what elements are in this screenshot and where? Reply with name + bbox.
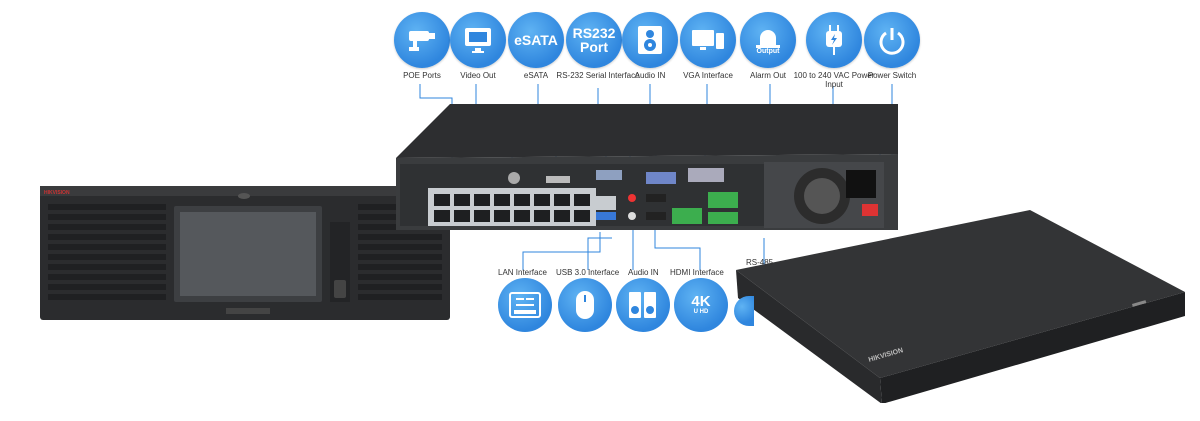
rs485-icon	[734, 296, 754, 326]
rs485-label: RS-485	[746, 258, 774, 267]
power-button-icon	[864, 12, 920, 68]
speaker-icon	[616, 278, 670, 332]
alarm-light-icon: Output	[740, 12, 796, 68]
audio-in-bottom-label: Audio IN	[628, 268, 659, 277]
mouse-icon	[558, 278, 612, 332]
esata-label: eSATA	[523, 71, 549, 80]
right-nvr-device	[736, 210, 1185, 403]
center-nvr-rear-panel	[396, 104, 898, 230]
output-icon-text: Output	[756, 47, 780, 55]
hdmi-4k-icon: 4K U HD	[674, 278, 728, 332]
speaker-icon	[622, 12, 678, 68]
esata-icon: eSATA	[508, 12, 564, 68]
camera-icon	[394, 12, 450, 68]
power-plug-icon	[806, 12, 862, 68]
power-input-label: 100 to 240 VAC Power Input	[793, 71, 875, 89]
port-icon-text: Port	[580, 39, 608, 55]
vga-icon	[680, 12, 736, 68]
monitor-icon	[450, 12, 506, 68]
audio-in-label: Audio IN	[634, 71, 666, 80]
uhd-icon-text: U HD	[693, 309, 709, 315]
power-switch-label: Power Switch	[867, 71, 917, 80]
video-out-label: Video Out	[460, 71, 496, 80]
usb-interface-label: USB 3.0 Interface	[556, 268, 620, 277]
esata-icon-text: eSATA	[514, 32, 558, 48]
lan-interface-label: LAN Interface	[498, 268, 547, 277]
hdmi-interface-label: HDMI Interface	[670, 268, 724, 277]
alarm-out-label: Alarm Out	[749, 71, 786, 80]
left-nvr-device	[40, 186, 450, 320]
4k-icon-text: 4K	[691, 293, 711, 310]
lan-switch-icon	[498, 278, 552, 332]
left-brand-logo: HIKVISION	[44, 190, 70, 196]
rs232-serial-label: RS-232 Serial Interface	[556, 71, 640, 80]
vga-interface-label: VGA Interface	[683, 71, 733, 80]
rs232-icon: RS232 Port	[566, 12, 622, 68]
rs232-icon-text: RS232	[572, 25, 616, 41]
poe-ports-label: POE Ports	[403, 71, 441, 80]
